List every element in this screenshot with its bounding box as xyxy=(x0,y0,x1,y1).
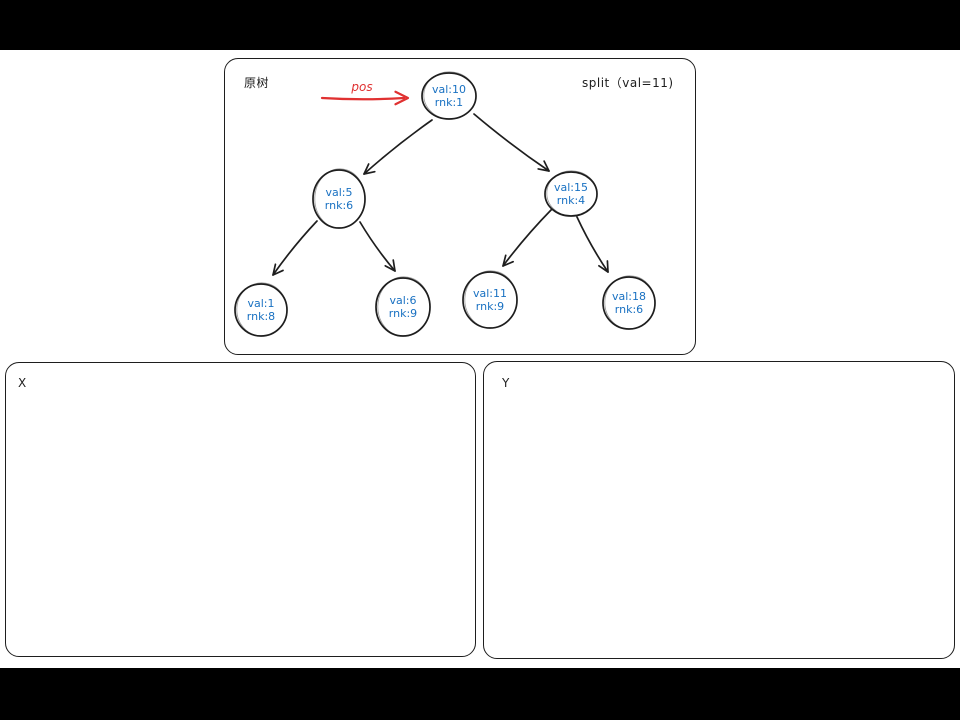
y-result-panel[interactable] xyxy=(483,361,955,659)
node-val: val:5 xyxy=(325,186,353,199)
x-panel-label[interactable]: X xyxy=(18,376,27,390)
tree-node-circle-sketch[interactable] xyxy=(604,275,656,330)
y-panel-label[interactable]: Y xyxy=(502,376,510,390)
original-tree-panel[interactable] xyxy=(224,58,696,355)
node-rnk: rnk:1 xyxy=(434,96,464,109)
tree-node-circle-sketch[interactable] xyxy=(314,168,366,229)
tree-edge[interactable] xyxy=(359,221,396,272)
tree-edge-arrowhead[interactable] xyxy=(363,163,376,175)
tree-edge-arrowhead[interactable] xyxy=(384,259,396,272)
tree-node-circle[interactable] xyxy=(544,171,598,217)
node-rnk: rnk:4 xyxy=(556,194,586,207)
node-val: val:10 xyxy=(431,83,466,96)
original-tree-label[interactable]: 原树 xyxy=(244,76,270,90)
tree-drawing xyxy=(234,71,656,337)
pos-arrow-arrowhead[interactable] xyxy=(394,90,410,106)
node-val: val:6 xyxy=(389,294,417,307)
x-result-panel[interactable] xyxy=(5,362,476,657)
node-rnk: rnk:6 xyxy=(614,303,644,316)
tree-node-circle[interactable] xyxy=(375,277,431,337)
pos-arrow[interactable] xyxy=(320,96,406,101)
tree-node-circle[interactable] xyxy=(234,283,288,337)
letterbox-top xyxy=(0,0,960,50)
node-rnk: rnk:8 xyxy=(246,310,276,323)
tree-edge[interactable] xyxy=(363,119,433,175)
node-rnk: rnk:6 xyxy=(324,199,354,212)
tree-edge[interactable] xyxy=(473,113,550,172)
node-val: val:18 xyxy=(611,290,646,303)
split-annotation-label[interactable]: split（val=11) xyxy=(582,76,674,90)
tree-edge-arrowhead[interactable] xyxy=(502,254,514,267)
tree-node-circle-sketch[interactable] xyxy=(423,71,477,120)
pos-arrow-label[interactable]: pos xyxy=(351,80,373,94)
node-val: val:11 xyxy=(472,287,507,300)
tree-node-circle-sketch[interactable] xyxy=(546,170,598,217)
tree-edge-arrowhead[interactable] xyxy=(537,160,550,172)
tree-edge[interactable] xyxy=(576,216,609,273)
node-val: val:1 xyxy=(247,297,275,310)
tree-edge-arrowhead[interactable] xyxy=(598,260,609,273)
tree-node-circle-sketch[interactable] xyxy=(377,276,431,337)
tree-node-circle[interactable] xyxy=(462,271,518,329)
tree-node-circle-sketch[interactable] xyxy=(464,270,518,329)
node-rnk: rnk:9 xyxy=(475,300,505,313)
tree-node-circle[interactable] xyxy=(421,72,477,120)
tree-node-circle[interactable] xyxy=(312,169,366,229)
node-rnk: rnk:9 xyxy=(388,307,418,320)
tree-edge[interactable] xyxy=(502,208,553,267)
tree-node-circle[interactable] xyxy=(602,276,656,330)
tree-edge[interactable] xyxy=(272,220,318,276)
letterbox-bottom xyxy=(0,668,960,720)
node-val: val:15 xyxy=(553,181,588,194)
tree-edge-arrowhead[interactable] xyxy=(272,263,284,276)
tree-node-circle-sketch[interactable] xyxy=(236,282,288,337)
